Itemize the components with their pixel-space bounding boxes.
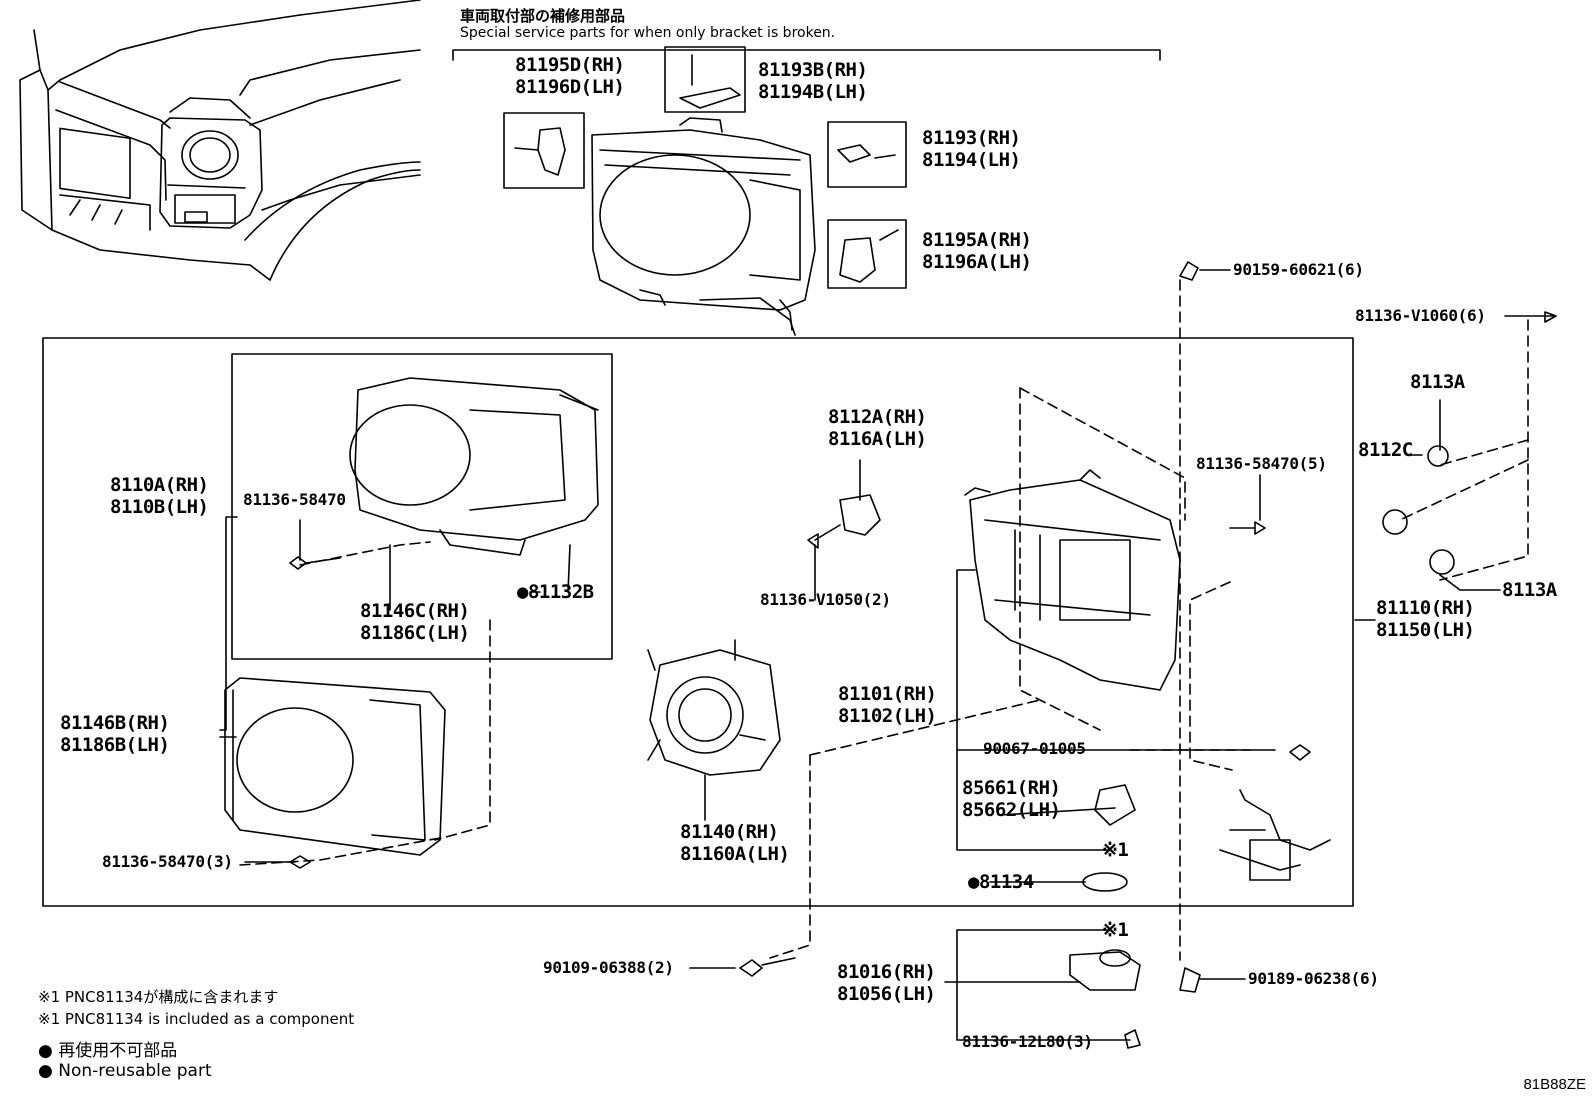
part-label: 81136-58470(5)	[1196, 454, 1327, 473]
part-label: 81102(LH)	[838, 705, 937, 727]
part-label: ●81134	[968, 871, 1034, 893]
footnote-mark: ※1	[1102, 839, 1129, 861]
bezel-illustration	[224, 677, 446, 856]
lens-housing-illustration	[349, 377, 599, 556]
part-label: 81196D(LH)	[515, 76, 625, 98]
part-label: 81193B(RH)	[758, 59, 868, 81]
figure-code: 81B88ZE	[1523, 1076, 1586, 1093]
part-label: 81016(RH)	[837, 961, 936, 983]
header-title-jp: 車両取付部の補修用部品	[460, 7, 626, 25]
bracket-8112a-illustration	[814, 494, 881, 541]
fasteners	[289, 261, 1557, 1049]
part-label: 8110B(LH)	[110, 496, 209, 518]
vehicle-front-illustration	[19, 0, 421, 281]
part-label: 81194B(LH)	[758, 81, 868, 103]
part-label: 85661(RH)	[962, 777, 1061, 799]
projector-illustration	[647, 639, 781, 776]
part-label: 81136-12L80(3)	[962, 1032, 1093, 1051]
part-label: 8112C	[1358, 439, 1413, 461]
note-component-jp: ※1 PNC81134が構成に含まれます	[38, 988, 279, 1006]
part-label: 81193(RH)	[922, 127, 1021, 149]
part-label: 81196A(LH)	[922, 251, 1032, 273]
part-label: 81150(LH)	[1376, 619, 1475, 641]
part-label: 8113A	[1502, 579, 1557, 601]
headlamp-housing-illustration	[964, 469, 1181, 691]
part-label: 81140(RH)	[680, 821, 779, 843]
part-label: 81160A(LH)	[680, 843, 790, 865]
part-label: 81136-58470	[243, 490, 346, 509]
part-label: 81195A(RH)	[922, 229, 1032, 251]
part-label: 81146B(RH)	[60, 712, 170, 734]
part-box-81195a	[827, 219, 907, 289]
part-label: 81056(LH)	[837, 983, 936, 1005]
part-label: 90067-01005	[983, 739, 1086, 758]
part-box-81193b	[664, 46, 746, 113]
note-nonreusable-jp: ● 再使用不可部品	[38, 1041, 178, 1061]
wiring-illustration	[1219, 789, 1331, 871]
ballast-connector-illustration	[1249, 839, 1291, 881]
part-box-81195d	[503, 112, 585, 189]
upper-housing-illustration	[591, 117, 816, 336]
part-label: 81186C(LH)	[360, 622, 470, 644]
leader-lines	[219, 269, 1556, 1041]
part-label: 81101(RH)	[838, 683, 937, 705]
part-box-81193	[827, 121, 907, 188]
part-label: 81110(RH)	[1376, 597, 1475, 619]
part-label: 81195D(RH)	[515, 54, 625, 76]
note-component-en: ※1 PNC81134 is included as a component	[38, 1010, 355, 1028]
part-label: 8112A(RH)	[828, 406, 927, 428]
part-label: 81136-V1060(6)	[1355, 306, 1486, 325]
dashed-guides	[239, 279, 1529, 961]
part-label: 8113A	[1410, 371, 1465, 393]
note-nonreusable-en: ● Non-reusable part	[38, 1061, 212, 1081]
header-bracket	[452, 49, 1161, 61]
part-label: 81136-58470(3)	[102, 852, 233, 871]
main-assembly-frame	[42, 337, 1354, 907]
sub-assembly-frame	[231, 353, 613, 660]
footnote-mark: ※1	[1102, 919, 1129, 941]
header-title-en: Special service parts for when only brac…	[460, 25, 836, 41]
part-label: 81194(LH)	[922, 149, 1021, 171]
part-label: ●81132B	[517, 581, 594, 603]
part-label: 90159-60621(6)	[1233, 260, 1364, 279]
part-label: 90189-06238(6)	[1248, 969, 1379, 988]
part-label: 85662(LH)	[962, 799, 1061, 821]
part-label: 81146C(RH)	[360, 600, 470, 622]
part-label: 81186B(LH)	[60, 734, 170, 756]
part-label: 8116A(LH)	[828, 428, 927, 450]
part-label: 8110A(RH)	[110, 474, 209, 496]
part-label: 90109-06388(2)	[543, 958, 674, 977]
part-label: 81136-V1050(2)	[760, 590, 891, 609]
